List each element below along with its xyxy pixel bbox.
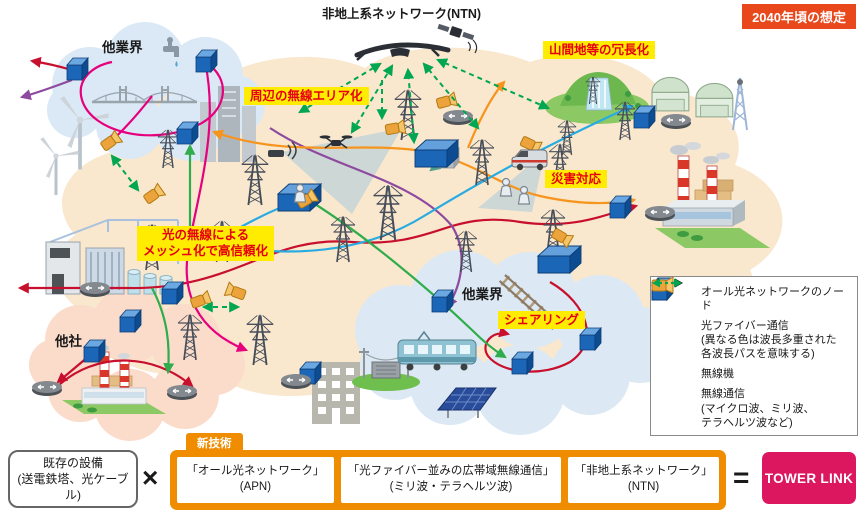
cloud-label-other-company: 他社 bbox=[55, 334, 82, 349]
callout-disaster: 災害対応 bbox=[545, 170, 608, 189]
wireless-device-icon bbox=[268, 141, 297, 160]
legend-node-label: オール光ネットワークのノード bbox=[701, 286, 844, 313]
fiber-path-red bbox=[17, 202, 639, 294]
formula-row: 既存の設備 (送電鉄塔、光ケーブル) × 新技術 「オール光ネットワーク」 (A… bbox=[0, 430, 860, 517]
legend-row-node: オール光ネットワークのノード bbox=[651, 277, 848, 313]
tower-link-result: TOWER LINK bbox=[762, 452, 856, 504]
year-badge: 2040年頃の想定 bbox=[742, 4, 856, 29]
tech-box-wideband: 「光ファイバー並みの広帯域無線通信」 (ミリ波・テラヘルツ波) bbox=[340, 457, 562, 503]
equals-operator: = bbox=[733, 462, 750, 493]
callout-wireless-area: 周辺の無線エリア化 bbox=[244, 87, 369, 106]
comm-mast-icon bbox=[732, 77, 748, 131]
optical-node bbox=[431, 289, 454, 313]
train-icon bbox=[397, 330, 477, 371]
optical-node-wide bbox=[537, 245, 582, 274]
callout-optical-mesh: 光の無線による メッシュ化で高信頼化 bbox=[137, 226, 275, 261]
legend-row-radio: 無線機 bbox=[651, 277, 848, 381]
router-disc bbox=[660, 113, 692, 130]
router-disc bbox=[280, 373, 312, 390]
legend: オール光ネットワークのノード 光ファイバー通信 (異なる色は波長多重された 各波… bbox=[650, 276, 858, 436]
fiber-arrow-icon bbox=[651, 278, 694, 320]
ntn-title: 非地上系ネットワーク(NTN) bbox=[322, 7, 482, 21]
wireless-link bbox=[422, 62, 480, 130]
router-disc bbox=[79, 281, 111, 298]
optical-node bbox=[579, 327, 602, 351]
radio-unit-icon bbox=[651, 277, 694, 368]
factory-icon bbox=[655, 142, 770, 248]
haps-airplane-icon bbox=[354, 42, 451, 61]
cloud-label-other-industry-bottom: 他業界 bbox=[462, 287, 503, 302]
tech-box-ntn-line2: (NTN) bbox=[627, 481, 660, 493]
existing-equipment-box: 既存の設備 (送電鉄塔、光ケーブル) bbox=[8, 450, 138, 508]
wireless-link bbox=[435, 58, 551, 110]
wireless-link bbox=[350, 64, 394, 134]
power-plant-icon bbox=[62, 344, 166, 414]
legend-radio-label: 無線機 bbox=[701, 368, 734, 381]
optical-node bbox=[609, 195, 632, 219]
tech-box-ntn-line1: 「非地上系ネットワーク」 bbox=[574, 465, 713, 478]
times-operator: × bbox=[142, 462, 159, 493]
fiber-path-red bbox=[57, 359, 194, 388]
legend-wireless-label: 無線通信 (マイクロ波、ミリ波、 テラヘルツ波など) bbox=[701, 388, 815, 429]
bridge-icon bbox=[91, 86, 198, 104]
optical-node bbox=[195, 49, 218, 73]
new-tech-group: 「オール光ネットワーク」 (APN) 「光ファイバー並みの広帯域無線通信」 (ミ… bbox=[170, 450, 726, 510]
tech-box-ntn: 「非地上系ネットワーク」 (NTN) bbox=[568, 457, 720, 503]
tech-box-apn: 「オール光ネットワーク」 (APN) bbox=[177, 457, 334, 503]
legend-fiber-label: 光ファイバー通信 (異なる色は波長多重された 各波長パスを意味する) bbox=[701, 320, 837, 361]
callout-sharing: シェアリング bbox=[498, 311, 586, 330]
substation-icon bbox=[352, 348, 420, 391]
wireless-link bbox=[403, 67, 419, 145]
optical-node bbox=[176, 121, 199, 145]
optical-node bbox=[66, 57, 89, 81]
optical-node-wide bbox=[414, 139, 459, 168]
optical-node bbox=[633, 105, 656, 129]
fiber-path-green bbox=[151, 287, 175, 375]
fiber-path-purple bbox=[19, 78, 73, 100]
fiber-path-magenta bbox=[79, 60, 224, 137]
fiber-path-cyan bbox=[189, 104, 635, 253]
tech-box-apn-line2: (APN) bbox=[239, 481, 272, 493]
tech-box-wideband-line1: 「光ファイバー並みの広帯域無線通信」 bbox=[347, 465, 555, 478]
callout-mountain-redundancy: 山間地等の冗長化 bbox=[543, 41, 656, 60]
router-disc bbox=[644, 205, 676, 222]
optical-node bbox=[161, 281, 184, 305]
wireless-arrow-icon bbox=[652, 278, 694, 388]
emergency-van-icon bbox=[511, 149, 548, 171]
tech-box-apn-line1: 「オール光ネットワーク」 bbox=[186, 465, 325, 478]
optical-node bbox=[83, 339, 106, 363]
tech-box-wideband-line2: (ミリ波・テラヘルツ波) bbox=[389, 481, 513, 493]
optical-node bbox=[511, 351, 534, 375]
satellite-icon bbox=[437, 23, 478, 54]
wireless-link bbox=[110, 154, 140, 192]
cloud-label-other-industry-top: 他業界 bbox=[102, 40, 143, 55]
drone-icon bbox=[319, 135, 353, 149]
router-disc bbox=[442, 109, 474, 126]
router-disc bbox=[31, 380, 63, 397]
faucet-icon bbox=[163, 37, 179, 67]
legend-row-wireless: 無線通信 (マイクロ波、ミリ波、 テラヘルツ波など) bbox=[652, 278, 848, 429]
solar-panel-icon bbox=[436, 387, 497, 418]
new-tech-tab: 新技術 bbox=[186, 433, 243, 453]
optical-node bbox=[119, 309, 142, 333]
legend-row-fiber: 光ファイバー通信 (異なる色は波長多重された 各波長パスを意味する) bbox=[651, 278, 848, 361]
router-disc bbox=[166, 384, 198, 401]
